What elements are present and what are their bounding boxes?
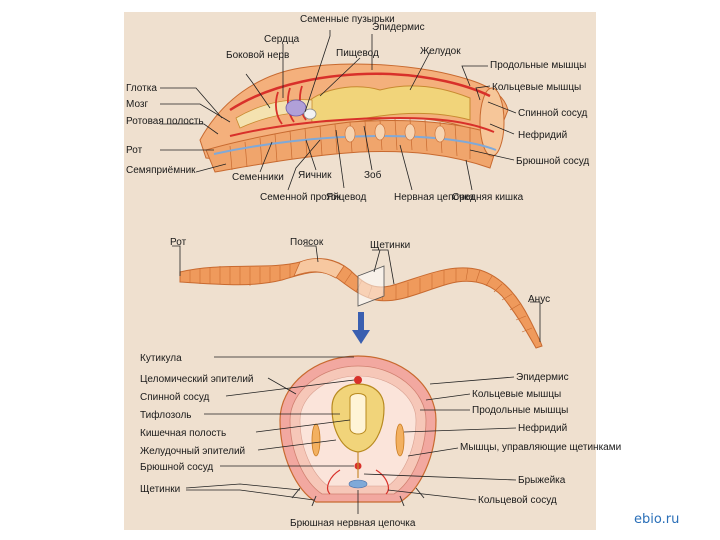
nephridia (344, 123, 446, 143)
label-ventral-vessel-top: Брюшной сосуд (516, 156, 589, 167)
label-annular-vessel: Кольцевой сосуд (478, 495, 557, 506)
label-gut-cavity: Кишечная полость (140, 428, 226, 439)
label-testes: Семенники (232, 172, 284, 183)
cs-nerve-cord (348, 479, 368, 489)
label-dorsal-vessel-cs: Спинной сосуд (140, 392, 210, 403)
label-longitudinal-muscles-top: Продольные мышцы (490, 60, 586, 71)
cs-annular-vessel (327, 469, 389, 495)
cs-dorsal-vessel (354, 376, 362, 384)
label-ventral-nerve-cord: Брюшная нервная цепочка (290, 518, 416, 529)
label-seminal-vesicles: Семенные пузырьки (300, 14, 395, 25)
leader-lines-worm (172, 245, 541, 342)
label-oral-cavity: Ротовая полость (126, 116, 204, 127)
cs-nephridium-left (311, 423, 321, 457)
labels-worm: Рот Поясок Щетинки Анус (170, 237, 550, 305)
label-anus: Анус (528, 294, 550, 305)
label-setae-muscles-text: Мышцы, управляющие щетинками (460, 442, 621, 453)
label-setae-cs: Щетинки (140, 484, 180, 495)
label-dorsal-vessel-top: Спинной сосуд (518, 108, 588, 119)
label-epidermis-cs: Эпидермис (516, 372, 569, 383)
label-goiter: Зоб (364, 169, 382, 181)
label-nephridium-top: Нефридий (518, 129, 567, 141)
cs-typhlosole (349, 393, 367, 435)
cs-nephridium-right (395, 423, 405, 457)
label-esophagus: Пищевод (336, 48, 379, 59)
label-vas-deferens: Семенной проток (260, 192, 342, 203)
whole-worm (179, 258, 543, 349)
worm-segments (189, 264, 533, 333)
watermark-link[interactable]: ebio.ru (634, 512, 680, 527)
dorsal-vessel (229, 72, 491, 112)
label-seminal-receptacle: Семяприёмник (126, 165, 196, 176)
label-ovary: Яичник (298, 170, 332, 181)
leader-lines-cs (185, 356, 517, 514)
label-pharynx: Глотка (126, 83, 157, 94)
longitudinal-section (199, 63, 509, 173)
label-nephridium-cs: Нефридий (518, 422, 567, 434)
label-mesentery: Брыжейка (518, 475, 566, 486)
label-midgut: Средняя кишка (452, 192, 524, 203)
cross-section (279, 355, 437, 507)
label-hearts: Сердца (264, 34, 300, 45)
label-mouth-top: Рот (126, 145, 143, 156)
labels-cs: Кутикула Целомический эпителий Спинной с… (140, 353, 621, 529)
label-cuticle: Кутикула (140, 353, 182, 364)
label-oviduct: Яйцевод (326, 192, 367, 203)
label-brain: Мозг (126, 99, 148, 110)
leader-lines-top (160, 30, 517, 191)
section-plane (357, 265, 385, 307)
label-epidermis-top: Эпидермис (372, 22, 425, 33)
label-stomach: Желудок (420, 46, 461, 57)
body-cut-end (479, 87, 505, 157)
labels-top: Семенные пузырьки Эпидермис Сердца Боков… (126, 14, 589, 203)
label-longitudinal-muscles-cs: Продольные мышцы (472, 405, 568, 416)
label-lateral-nerve: Боковой нерв (226, 50, 289, 61)
label-gut-epithelium: Желудочный эпителий (140, 446, 245, 457)
label-nerve-cord: Нервная цепочка (394, 192, 475, 203)
label-circular-muscles-cs: Кольцевые мышцы (472, 389, 561, 400)
worm-girdle (293, 258, 345, 279)
label-coelomic-epithelium: Целомический эпителий (140, 374, 254, 385)
label-setae-worm: Щетинки (370, 240, 410, 251)
label-mouth-worm: Рот (170, 237, 187, 248)
ventral-vessel (229, 116, 495, 137)
label-setae-muscles: Мышцы, управляющие щетинками (460, 442, 621, 453)
label-girdle: Поясок (290, 237, 324, 248)
label-circular-muscles-top: Кольцевые мышцы (492, 82, 581, 93)
label-ventral-vessel-cs: Брюшной сосуд (140, 462, 213, 473)
down-arrow-icon (352, 312, 370, 344)
label-typhlosole: Тифлозоль (140, 409, 192, 421)
